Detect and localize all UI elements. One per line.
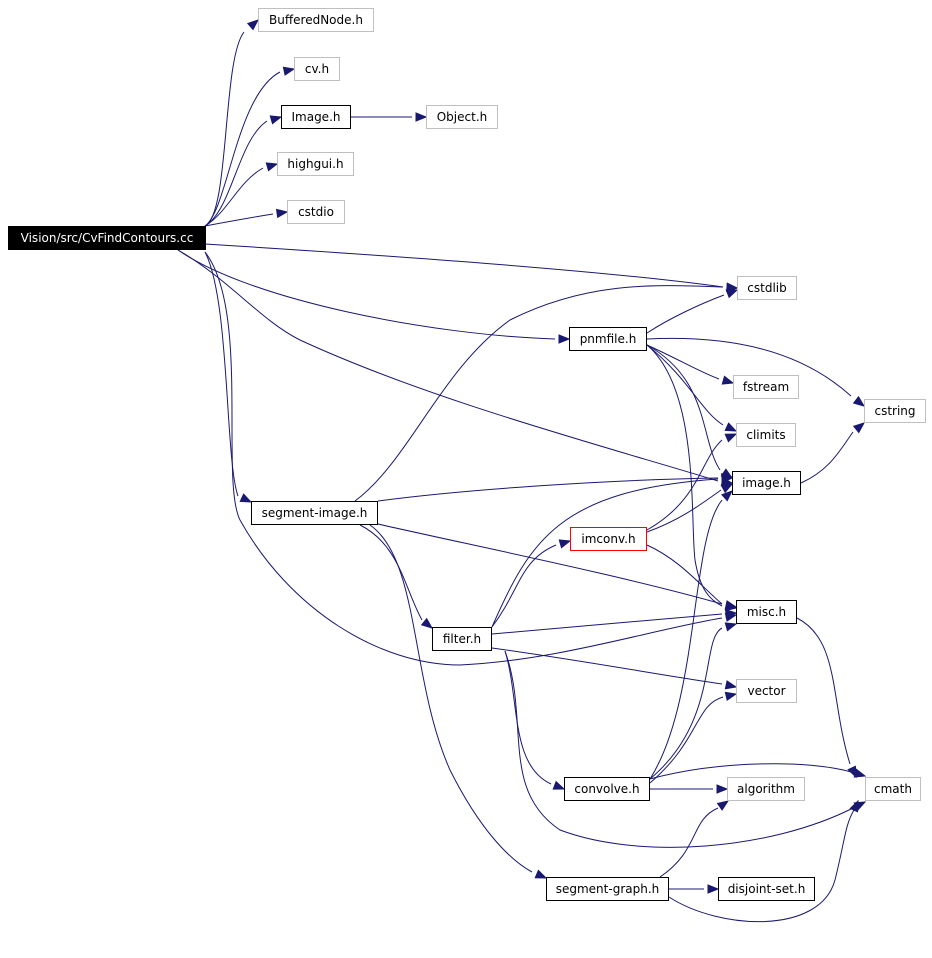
edge-root-to-bufferednode-arrowhead — [246, 19, 260, 31]
edge-filter-to-misc — [491, 613, 723, 635]
edge-convolve-to-algorithm-arrowhead — [716, 784, 729, 794]
node-convolve-h[interactable]: convolve.h — [564, 777, 650, 801]
edge-root-to-cv-arrowhead — [282, 66, 296, 76]
node-segment-graph-h[interactable]: segment-graph.h — [546, 877, 669, 901]
edge-pnmfile-to-fstream-arrowhead — [721, 375, 735, 385]
node-fstream[interactable]: fstream — [733, 375, 799, 399]
node-cstdio[interactable]: cstdio — [287, 200, 345, 224]
edge-segment-image-to-filter-arrowhead — [420, 617, 434, 629]
node-climits[interactable]: climits — [736, 423, 796, 447]
edge-pnmfile-to-cstring — [646, 337, 852, 397]
edge-filter-to-imconv-arrowhead — [558, 539, 572, 549]
edge-root-to-segment-image-arrowhead — [239, 493, 253, 503]
edge-imconv-to-misc — [646, 544, 723, 605]
node-pnmfile-h[interactable]: pnmfile.h — [569, 327, 647, 351]
edge-root-to-cstdlib — [204, 243, 724, 288]
edge-imconv-to-image-h — [646, 489, 722, 533]
edge-filter-to-vector — [491, 647, 723, 685]
edge-segment-image-to-misc — [377, 523, 723, 605]
edge-filter-to-convolve — [504, 650, 552, 785]
node-object-h[interactable]: Object.h — [426, 105, 498, 129]
node-misc-h[interactable]: misc.h — [736, 600, 797, 624]
edge-segment-image-to-cstdlib — [354, 285, 724, 502]
edge-segment-image-to-cstdlib-arrowhead — [726, 282, 739, 292]
node-cv-h[interactable]: cv.h — [294, 57, 340, 81]
node-imconv-h[interactable]: imconv.h — [570, 527, 647, 551]
edge-segment-graph-to-cmath — [668, 809, 855, 923]
edge-convolve-to-image-h-arrowhead — [721, 490, 734, 502]
edge-segment-graph-to-algorithm-arrowhead — [716, 800, 730, 811]
edge-pnmfile-to-climits-arrowhead — [724, 422, 738, 432]
edge-image-cap-to-object-arrowhead — [415, 112, 428, 122]
edge-filter-to-imconv — [491, 544, 557, 628]
node-root-file[interactable]: Vision/src/CvFindContours.cc — [8, 226, 206, 250]
edge-pnmfile-to-fstream — [646, 344, 720, 380]
edge-misc-to-cmath-arrowhead — [847, 765, 857, 779]
edge-filter-to-vector-arrowhead — [724, 680, 738, 690]
edge-convolve-to-misc-arrowhead — [724, 622, 738, 632]
edge-root-to-highgui-arrowhead — [265, 162, 279, 172]
edge-convolve-to-vector-arrowhead — [724, 691, 738, 701]
edge-root-to-image-cap — [204, 120, 268, 227]
edge-pnmfile-to-misc — [646, 344, 723, 607]
node-cmath[interactable]: cmath — [865, 777, 921, 801]
edge-root-to-cstdio-arrowhead — [275, 208, 289, 219]
edge-filter-to-image-h — [491, 478, 719, 628]
node-filter-h[interactable]: filter.h — [432, 627, 492, 651]
node-bufferednode-h[interactable]: BufferedNode.h — [258, 8, 374, 32]
edge-segment-graph-to-algorithm — [659, 807, 719, 878]
edge-segment-image-to-segment-graph — [369, 524, 533, 873]
edge-root-to-misc — [204, 251, 723, 666]
edge-imconv-to-climits — [646, 439, 723, 531]
edge-misc-to-cmath — [796, 617, 851, 765]
edge-convolve-to-cmath — [649, 763, 852, 780]
edge-root-to-pnmfile-arrowhead — [558, 334, 571, 344]
edge-image-h-to-cstring — [800, 431, 854, 484]
edge-imconv-to-image-h-arrowhead — [720, 483, 734, 494]
node-segment-image-h[interactable]: segment-image.h — [251, 501, 378, 525]
edge-segment-graph-to-cmath-arrowhead — [849, 799, 859, 813]
edge-segment-graph-to-disjoint-set-arrowhead — [707, 884, 720, 894]
node-disjoint-set-h[interactable]: disjoint-set.h — [718, 877, 815, 901]
node-cstdlib[interactable]: cstdlib — [737, 276, 797, 300]
edge-convolve-to-vector — [649, 696, 724, 784]
edge-root-to-pnmfile — [177, 249, 556, 340]
node-image-h[interactable]: image.h — [732, 471, 801, 495]
edge-root-to-segment-image — [204, 251, 239, 497]
edge-root-to-cstdio — [204, 213, 274, 227]
edge-pnmfile-to-cstdlib — [646, 294, 725, 334]
edge-filter-to-image-h-arrowhead — [721, 474, 734, 484]
edge-segment-image-to-filter — [359, 524, 423, 621]
edge-filter-to-misc-arrowhead — [725, 609, 738, 619]
edge-root-to-highgui — [204, 167, 264, 227]
node-vector[interactable]: vector — [736, 679, 797, 703]
edge-segment-image-to-segment-graph-arrowhead — [534, 869, 548, 879]
node-image-cap-h[interactable]: Image.h — [281, 105, 351, 129]
node-cstring[interactable]: cstring — [864, 399, 926, 423]
edge-root-to-image-cap-arrowhead — [269, 115, 283, 125]
edge-root-to-bufferednode — [204, 31, 245, 227]
edge-imconv-to-misc-arrowhead — [724, 600, 738, 610]
node-highgui-h[interactable]: highgui.h — [277, 152, 354, 176]
edge-pnmfile-to-image-h — [646, 344, 721, 471]
edge-segment-image-to-image-h — [377, 477, 719, 502]
edge-convolve-to-image-h — [649, 499, 723, 780]
edge-convolve-to-misc — [649, 627, 723, 780]
edge-imconv-to-climits-arrowhead — [724, 433, 738, 443]
edge-pnmfile-to-cstring-arrowhead — [852, 395, 866, 407]
edge-root-to-image-h — [177, 249, 719, 482]
edge-filter-to-cmath — [504, 650, 854, 848]
edge-filter-to-convolve-arrowhead — [552, 780, 566, 790]
edge-image-h-to-cstring-arrowhead — [852, 422, 866, 434]
node-algorithm[interactable]: algorithm — [727, 777, 805, 801]
edge-root-to-cv — [204, 71, 281, 227]
